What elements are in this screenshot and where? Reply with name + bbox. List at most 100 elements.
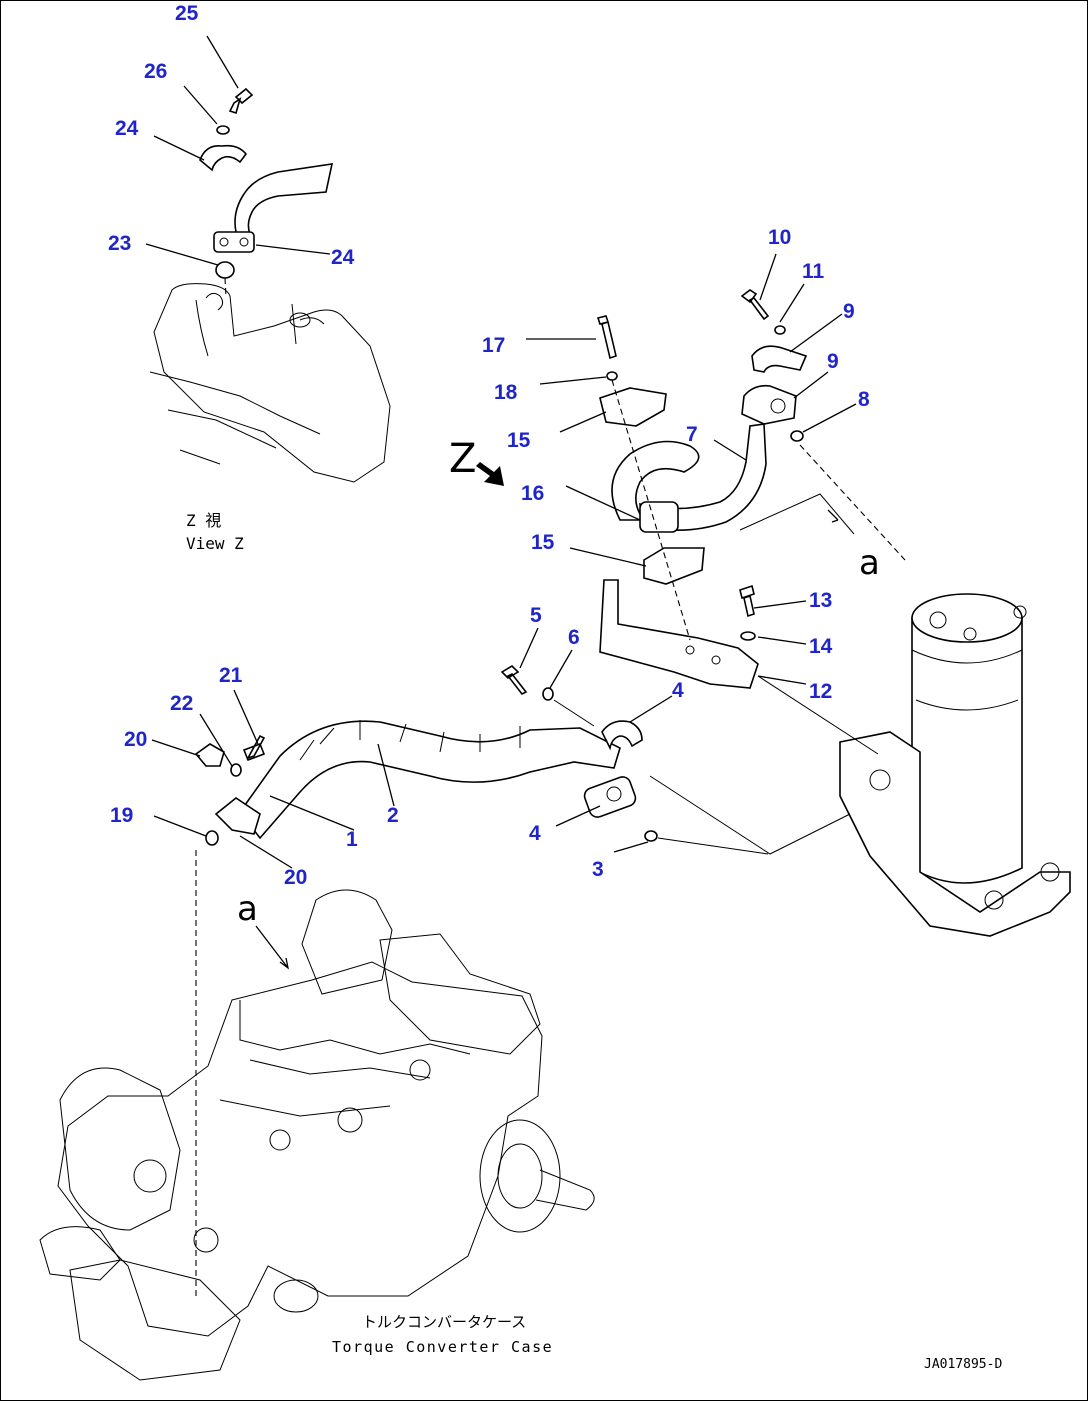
leader-14	[757, 636, 807, 645]
callout-19: 19	[110, 804, 133, 827]
callout-1: 1	[346, 828, 358, 851]
leader-11	[779, 283, 805, 323]
clamp-16-shape	[639, 501, 679, 533]
case-valve-block	[379, 933, 541, 1055]
leader-12	[757, 675, 807, 685]
oring-19-shape	[205, 830, 219, 846]
case-detail-lines	[219, 1000, 471, 1117]
clamp-9-upper-shape	[751, 345, 808, 373]
leader-20-lower	[239, 835, 293, 869]
callout-16: 16	[521, 482, 544, 505]
callout-7: 7	[686, 423, 698, 446]
case-port-c	[409, 1059, 431, 1081]
leader-9-lower	[793, 371, 829, 399]
upper-assembly	[526, 253, 906, 689]
leader-4-lower	[555, 805, 601, 827]
callout-13: 13	[809, 589, 832, 612]
leader-25	[206, 35, 239, 89]
filter-mount-base	[839, 731, 1071, 937]
filter-top	[911, 593, 1023, 643]
flange-4-shape	[583, 776, 637, 818]
leader-3	[613, 841, 649, 853]
bolt-25-shank	[228, 97, 242, 115]
case-top-pump	[301, 889, 393, 995]
callout-24-lower: 24	[331, 246, 355, 269]
hose-end-z-shape	[234, 163, 334, 235]
oring-8-shape	[790, 430, 804, 442]
bracket-12-hole-a	[685, 645, 695, 655]
hose-2-shape	[239, 720, 621, 840]
leader-15-lower	[569, 547, 647, 567]
leader-16	[565, 485, 641, 521]
align-line-brackets	[611, 379, 691, 641]
clamp-4-upper-shape	[601, 720, 643, 751]
callout-4-lower: 4	[529, 822, 541, 845]
leader-9-upper	[789, 313, 843, 353]
washer-14-shape	[740, 631, 756, 641]
case-output-flange	[479, 1119, 561, 1233]
callout-24-upper: 24	[115, 117, 139, 140]
case-label-jp: トルクコンバータケース	[362, 1313, 526, 1331]
filter-connection-lines	[649, 675, 879, 855]
oring-3-shape	[644, 830, 658, 842]
filter-mount-port	[869, 769, 891, 791]
case-port-a	[133, 1159, 167, 1193]
callout-20-upper: 20	[124, 728, 147, 751]
callout-11: 11	[802, 260, 825, 283]
view-z-title-en: View Z	[186, 534, 244, 553]
case-lower-gear	[273, 1279, 319, 1313]
callout-10: 10	[768, 226, 791, 249]
middle-hose-assembly	[151, 627, 769, 1300]
bolt-17-shape	[596, 315, 617, 360]
callout-17: 17	[482, 334, 505, 357]
leader-10	[759, 253, 777, 301]
leader-7	[713, 439, 747, 461]
align-line-oring-8	[799, 444, 906, 561]
drawing-number: JA017895-D	[924, 1357, 1002, 1372]
leader-5	[519, 627, 539, 669]
flange-20-lower-shape	[214, 797, 261, 835]
washer-22-shape	[230, 763, 242, 777]
leader-19	[153, 815, 207, 837]
flange-9-bore	[770, 398, 786, 414]
flange-9-shape	[741, 384, 797, 425]
case-port-b	[193, 1227, 219, 1253]
callout-15-lower: 15	[531, 531, 555, 554]
washer-6-shape	[542, 687, 554, 701]
ref-a-lower: a	[237, 889, 258, 929]
flange-24-hole-left	[219, 237, 229, 247]
callout-2: 2	[387, 804, 399, 827]
filter-cap-left	[929, 611, 947, 629]
filter-unit	[649, 593, 1071, 937]
callout-18: 18	[494, 381, 518, 404]
filter-bands	[911, 649, 1023, 711]
block-15-upper-shape	[599, 387, 667, 427]
leader-24-lower	[255, 244, 331, 255]
callout-14: 14	[809, 635, 833, 658]
filter-cap-center	[963, 627, 977, 641]
leader-24-upper	[153, 135, 205, 161]
bolt-13-shape	[739, 584, 755, 618]
bolt-21-shape	[242, 734, 266, 762]
z-view-arrow	[476, 462, 504, 486]
callout-5: 5	[530, 604, 542, 627]
leader-20-upper	[151, 739, 201, 757]
callout-23: 23	[108, 232, 131, 255]
clamp-20-upper-shape	[194, 743, 225, 767]
callout-25: 25	[175, 2, 199, 25]
case-output-shaft	[535, 1169, 595, 1211]
case-outline	[57, 961, 543, 1337]
view-z-centerline	[224, 277, 227, 299]
case-left-port	[39, 1226, 121, 1281]
leader-6	[549, 649, 573, 689]
leader-4-upper	[629, 695, 673, 723]
leader-23	[145, 243, 219, 266]
flange-24-shape	[213, 231, 255, 253]
clamp-24-shape	[199, 144, 248, 172]
callout-8: 8	[858, 388, 870, 411]
oring-23-shape	[215, 261, 235, 279]
case-port-e	[269, 1129, 291, 1151]
callout-4-upper: 4	[672, 679, 684, 702]
bracket-12-hole-b	[711, 655, 721, 665]
callout-12: 12	[809, 680, 832, 703]
